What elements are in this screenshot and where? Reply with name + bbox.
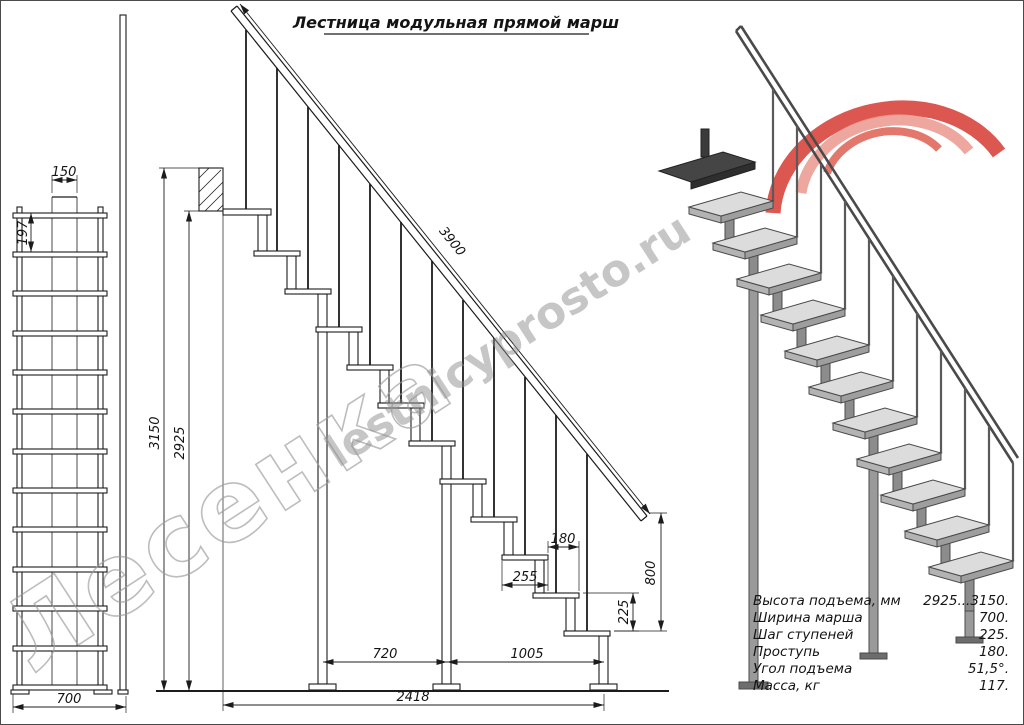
dim-225: 225 xyxy=(583,592,639,632)
hatch-line xyxy=(198,167,210,179)
spec-row-label: Ширина марша xyxy=(753,610,863,626)
logo-arc-outer xyxy=(765,100,1006,214)
dim-label-255: 255 xyxy=(513,570,538,585)
wall-slab xyxy=(198,167,224,212)
spec-row-value: 2925...3150. xyxy=(923,593,1009,609)
front-base-plate xyxy=(117,689,129,695)
dim-label-720: 720 xyxy=(373,647,398,662)
spec-row-label: Масса, кг xyxy=(753,678,821,694)
hatch-line xyxy=(198,169,222,193)
logo-arc-mid xyxy=(795,114,974,194)
dim-720: 720 xyxy=(323,647,447,666)
dim-label-197: 197 xyxy=(16,220,31,246)
logo-arc-inner xyxy=(823,127,942,175)
step-module xyxy=(317,293,328,328)
front-base-plate xyxy=(10,689,30,695)
front-step xyxy=(12,290,108,297)
dim-3150: 3150 xyxy=(148,167,199,691)
dim-label-225: 225 xyxy=(617,600,632,625)
spec-table: Высота подъема, мм 2925...3150. Ширина м… xyxy=(753,593,1009,694)
front-step xyxy=(12,487,108,494)
tread xyxy=(563,630,611,637)
base-plate xyxy=(308,683,337,691)
iso-post-mid xyxy=(868,466,879,656)
spec-row-value: 225. xyxy=(979,627,1009,643)
iso-base-plate xyxy=(859,652,888,660)
dim-2925: 2925 xyxy=(173,210,223,691)
spec-row-value: 51,5°. xyxy=(968,661,1009,677)
end-support-post xyxy=(598,635,609,685)
spec-row-value: 700. xyxy=(979,610,1009,626)
tread xyxy=(470,516,518,523)
front-step xyxy=(12,448,108,455)
front-step xyxy=(12,645,108,652)
front-step xyxy=(12,212,108,219)
dim-label-700: 700 xyxy=(57,692,82,707)
iso-view xyxy=(657,25,1020,690)
iso-top-landing xyxy=(657,128,757,190)
front-step xyxy=(12,408,108,415)
dim-800: 800 xyxy=(614,512,667,632)
dim-180: 180 xyxy=(547,532,580,591)
iso-base-plate xyxy=(738,681,769,690)
dim-label-180: 180 xyxy=(551,532,576,547)
dim-label-2925: 2925 xyxy=(173,426,188,459)
base-plate xyxy=(432,683,461,691)
hatch-line xyxy=(198,181,224,207)
front-base-plate xyxy=(93,689,113,695)
step-module xyxy=(286,255,297,290)
step-module xyxy=(472,483,483,518)
front-step xyxy=(12,566,108,573)
iso-post-end xyxy=(964,610,975,640)
spec-row-label: Угол подъема xyxy=(753,661,852,677)
front-dim-150: 150 xyxy=(52,165,78,193)
drawing-title: Лестница модульная прямой марш xyxy=(292,13,619,32)
iso-base-plate xyxy=(955,636,984,644)
front-step xyxy=(12,251,108,258)
iso-handrail xyxy=(734,25,1020,464)
tread xyxy=(439,478,487,485)
hatch-line xyxy=(216,204,224,212)
tread xyxy=(532,592,580,599)
front-step xyxy=(12,526,108,533)
spec-row-value: 117. xyxy=(979,678,1009,694)
watermark-site: lestnicyprosto.ru xyxy=(316,204,699,478)
dim-1005: 1005 xyxy=(447,647,604,666)
dim-label-150: 150 xyxy=(52,165,77,180)
iso-balusters xyxy=(771,89,1015,561)
side-view: 3150 2925 3900 180 255 xyxy=(148,3,669,711)
spec-row-label: Шаг ступеней xyxy=(753,627,854,643)
dim-label-3900: 3900 xyxy=(435,224,467,259)
hatch-line xyxy=(204,192,224,212)
front-step xyxy=(12,684,108,691)
tread xyxy=(315,326,363,333)
step-module xyxy=(565,597,576,632)
spec-row-label: Проступь xyxy=(753,644,820,660)
dim-label-2418: 2418 xyxy=(396,690,429,705)
tread xyxy=(501,554,549,561)
step-module xyxy=(257,214,268,252)
step-module xyxy=(441,445,452,480)
base-plate xyxy=(589,683,618,691)
tread xyxy=(253,250,301,257)
spec-row-value: 180. xyxy=(979,644,1009,660)
dim-2418: 2418 xyxy=(222,215,605,711)
tread xyxy=(284,288,332,295)
front-step xyxy=(12,369,108,376)
front-dim-197: 197 xyxy=(16,212,37,253)
support-post-b xyxy=(441,478,452,685)
dim-label-800: 800 xyxy=(644,561,659,586)
front-step xyxy=(12,330,108,337)
front-dim-700: 700 xyxy=(12,692,127,713)
top-platform-tread xyxy=(222,208,272,216)
front-view: 150 197 700 xyxy=(10,14,129,713)
dim-label-3150: 3150 xyxy=(148,416,163,449)
dim-255: 255 xyxy=(501,561,549,591)
dim-label-1005: 1005 xyxy=(510,647,543,662)
front-step xyxy=(12,605,108,612)
step-module xyxy=(503,521,514,556)
spec-row-label: Высота подъема, мм xyxy=(753,593,901,609)
